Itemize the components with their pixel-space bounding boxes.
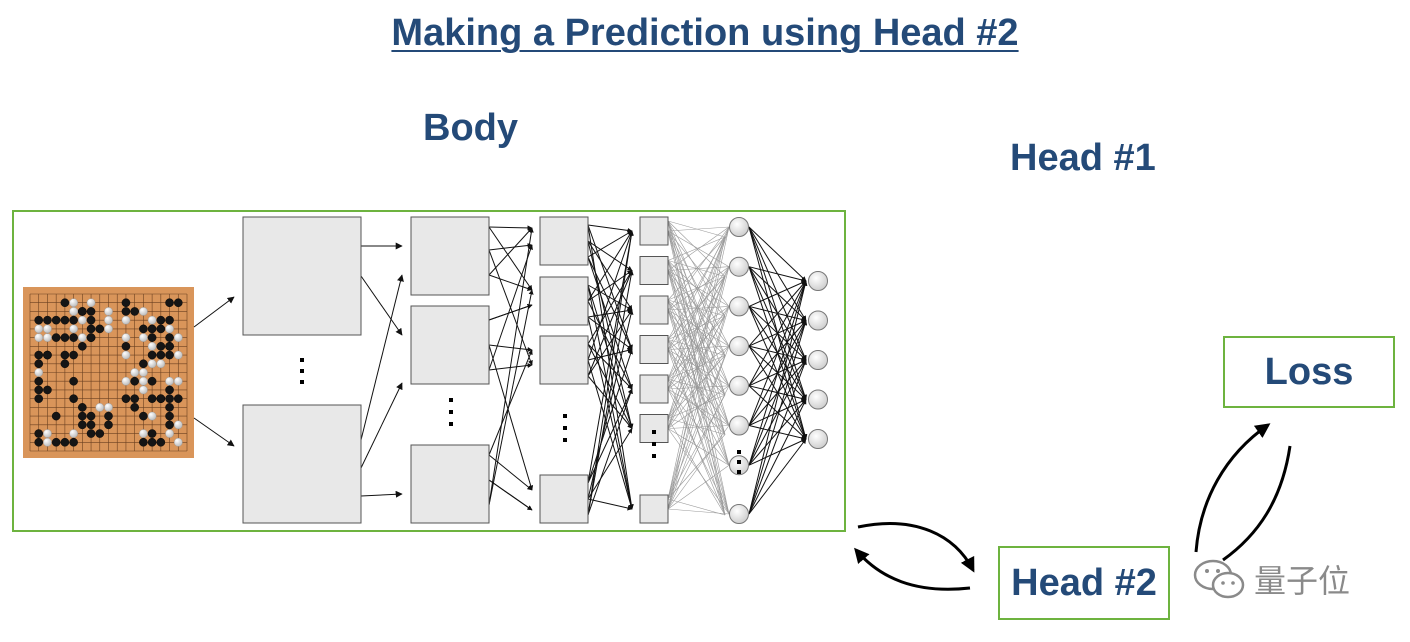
connection-arrow	[361, 276, 402, 335]
layer-unit	[540, 277, 588, 325]
connection-arrow	[489, 245, 532, 250]
connection-arrow	[588, 389, 632, 515]
connection-arrow	[588, 225, 632, 231]
ellipsis-dot	[563, 438, 567, 442]
watermark: 量子位	[1192, 556, 1350, 602]
head2-box: Head #2	[998, 546, 1170, 620]
neuron	[809, 311, 828, 330]
neuron	[730, 376, 749, 395]
ellipsis-dot	[300, 380, 304, 384]
ellipsis-dot	[449, 422, 453, 426]
go-board-image	[23, 287, 194, 458]
neuron	[809, 272, 828, 291]
connection-arrow	[361, 275, 402, 440]
connection-arrow	[194, 418, 234, 446]
neuron	[730, 337, 749, 356]
connection-arrow	[489, 227, 532, 290]
neuron	[809, 430, 828, 449]
connection-arrow	[489, 227, 532, 228]
ellipsis-dot	[652, 430, 656, 434]
ellipsis-dot	[449, 398, 453, 402]
layer-unit	[411, 445, 489, 523]
ellipsis-dot	[300, 369, 304, 373]
ellipsis-dot	[737, 460, 741, 464]
layer-unit	[640, 415, 668, 443]
layer-unit	[640, 217, 668, 245]
neuron	[730, 218, 749, 237]
neuron	[809, 390, 828, 409]
wechat-icon	[1192, 557, 1248, 601]
connection-arrow	[194, 297, 234, 327]
layer-unit	[243, 217, 361, 335]
connection-arrow	[588, 231, 632, 515]
dense-connection	[668, 227, 729, 231]
connection-arrow	[361, 383, 402, 468]
layer-unit	[640, 257, 668, 285]
layer-unit	[540, 475, 588, 523]
layer-unit	[640, 296, 668, 324]
layer-unit	[411, 306, 489, 384]
ellipsis-dot	[652, 442, 656, 446]
layer-unit	[640, 495, 668, 523]
connection-arrow	[588, 231, 632, 360]
ellipsis-dot	[563, 426, 567, 430]
layer-unit	[640, 375, 668, 403]
layer-unit	[243, 405, 361, 523]
connection-arrow	[749, 267, 806, 281]
loss-box: Loss	[1223, 336, 1395, 408]
connection-arrow	[489, 275, 532, 290]
ellipsis-dot	[652, 454, 656, 458]
layer-unit	[540, 217, 588, 265]
connection-arrow	[361, 494, 402, 496]
layer-unit	[540, 336, 588, 384]
neuron	[809, 351, 828, 370]
watermark-text: 量子位	[1254, 556, 1350, 602]
neuron	[730, 505, 749, 524]
ellipsis-dot	[300, 358, 304, 362]
layer-unit	[640, 336, 668, 364]
connection-arrow	[588, 499, 632, 509]
ellipsis-dot	[737, 470, 741, 474]
ellipsis-dot	[563, 414, 567, 418]
layer-unit	[411, 217, 489, 295]
neuron	[730, 297, 749, 316]
neuron	[730, 257, 749, 276]
ellipsis-dot	[737, 450, 741, 454]
ellipsis-dot	[449, 410, 453, 414]
neuron	[730, 416, 749, 435]
